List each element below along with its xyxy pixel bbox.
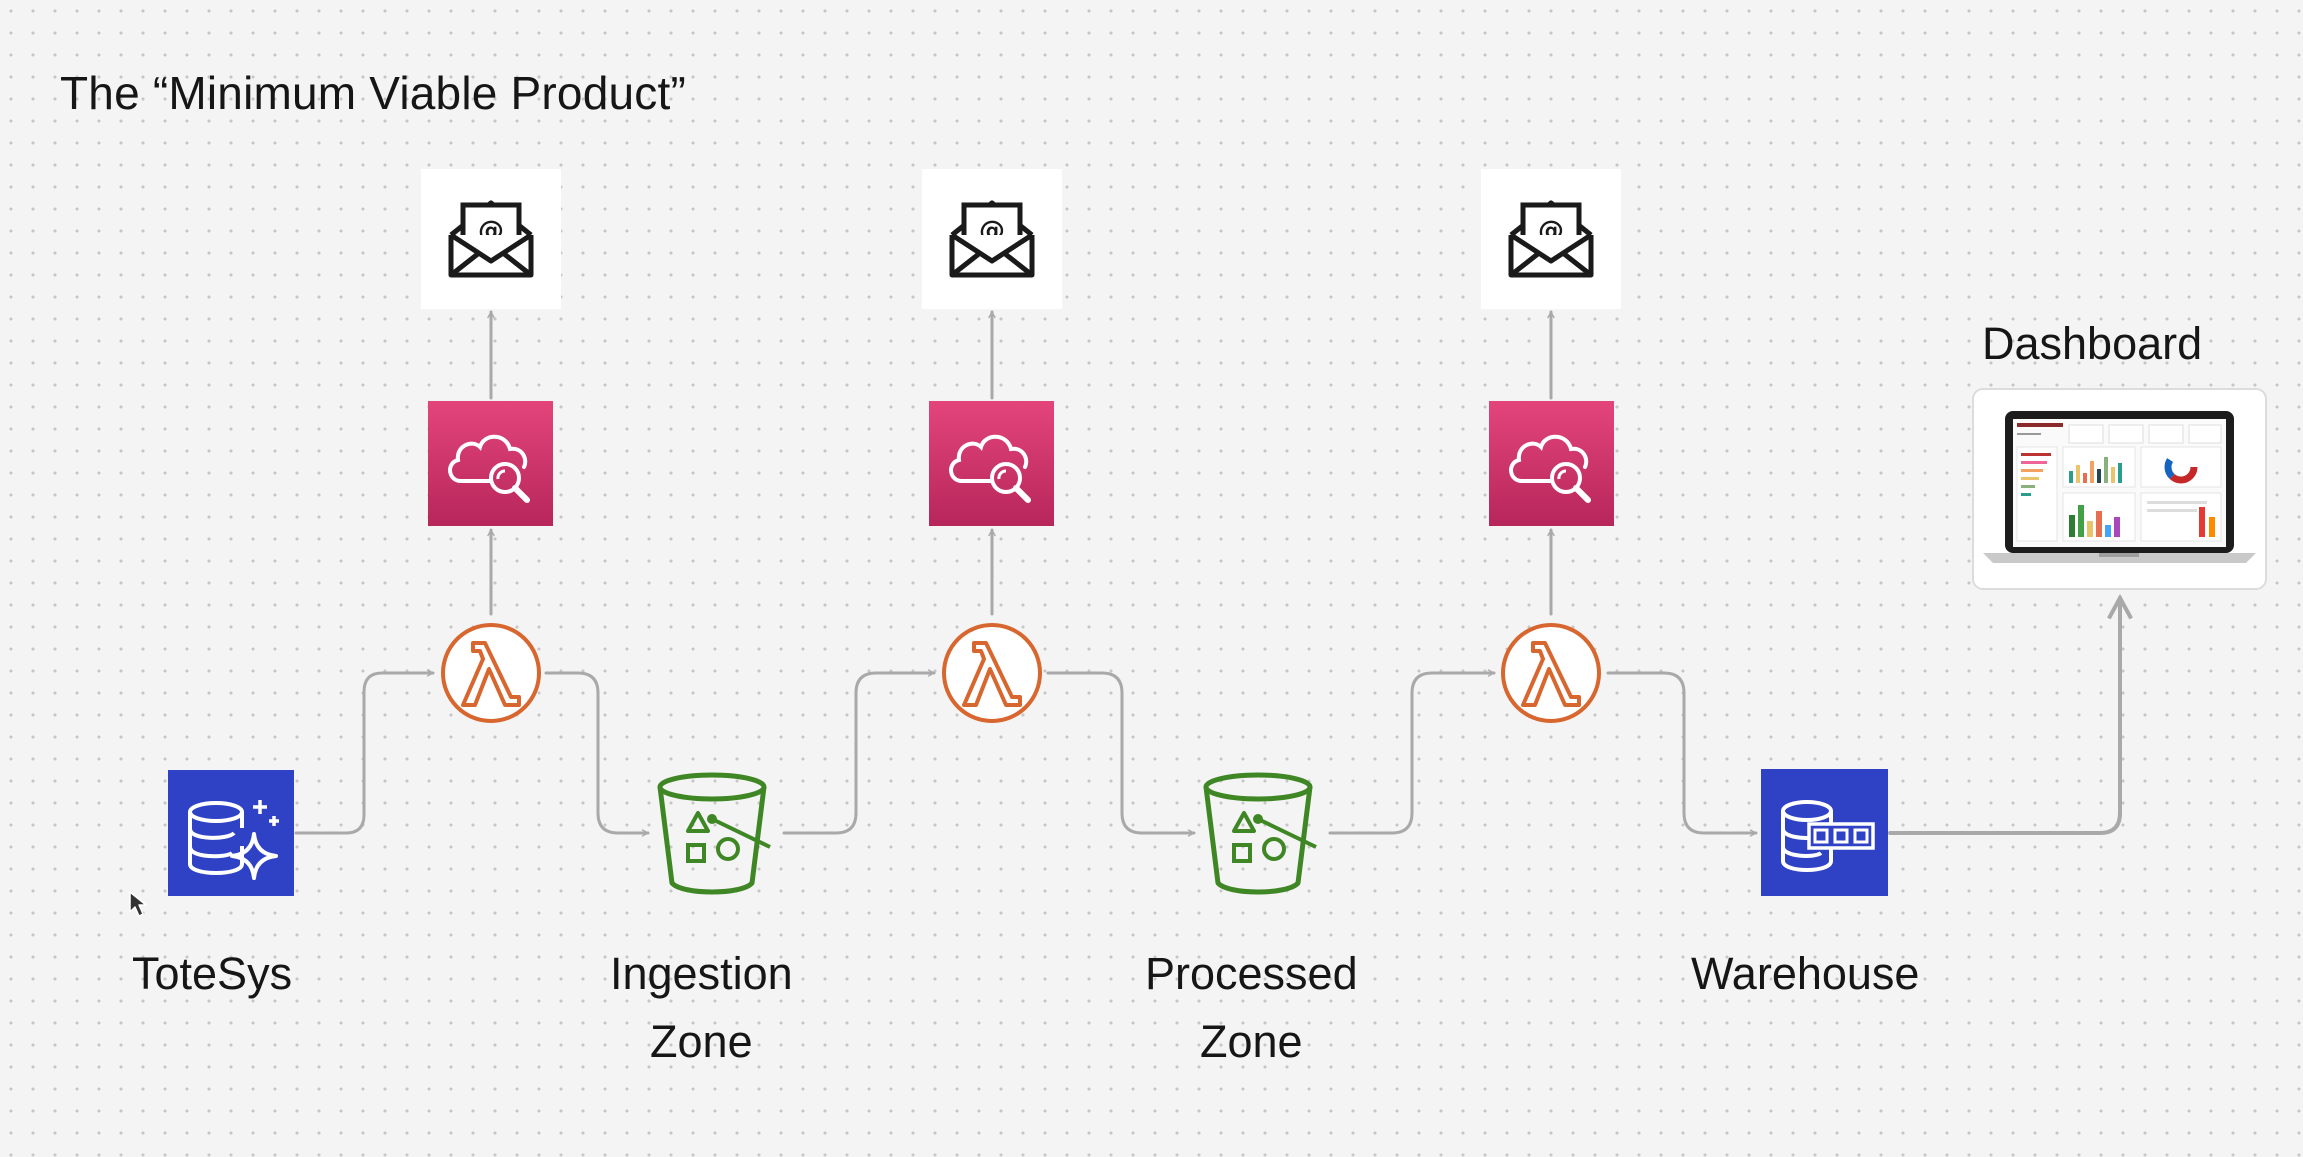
email-envelope-icon xyxy=(421,169,561,309)
lambda-icon xyxy=(1501,623,1601,723)
label-ingestion-zone: Ingestion Zone xyxy=(610,948,793,1067)
label-dashboard: Dashboard xyxy=(1982,318,2203,369)
diagram-title: The “Minimum Viable Product” xyxy=(60,67,686,119)
label-totesys: ToteSys xyxy=(132,948,293,999)
cloudwatch-icon xyxy=(929,401,1054,526)
lambda-icon xyxy=(942,623,1042,723)
email-envelope-icon xyxy=(1481,169,1621,309)
arrow-lambda1-to-ingestion xyxy=(544,671,650,833)
s3-bucket-icon xyxy=(1206,775,1316,892)
label-processed-zone: Processed Zone xyxy=(1145,948,1358,1067)
arrow-ingestion-to-lambda2 xyxy=(782,673,936,835)
cloudwatch-icon xyxy=(1489,401,1614,526)
arrow-processed-to-lambda3 xyxy=(1328,673,1496,835)
arrow-lambda2-to-processed xyxy=(1046,671,1196,833)
cloudwatch-icon xyxy=(428,401,553,526)
email-envelope-icon xyxy=(922,169,1062,309)
warehouse-database-icon xyxy=(1761,769,1888,896)
mouse-cursor-icon xyxy=(129,891,147,917)
dashboard-laptop-icon xyxy=(1972,388,2267,590)
rds-database-icon xyxy=(168,770,294,896)
connector-lines xyxy=(294,310,1758,835)
arrow-totesys-to-lambda1 xyxy=(294,673,435,835)
s3-bucket-icon xyxy=(660,775,770,892)
arrow-warehouse-to-dashboard xyxy=(1888,598,2120,835)
lambda-icon xyxy=(441,623,541,723)
arrow-lambda3-to-warehouse xyxy=(1606,671,1758,833)
label-warehouse: Warehouse xyxy=(1691,948,1920,999)
